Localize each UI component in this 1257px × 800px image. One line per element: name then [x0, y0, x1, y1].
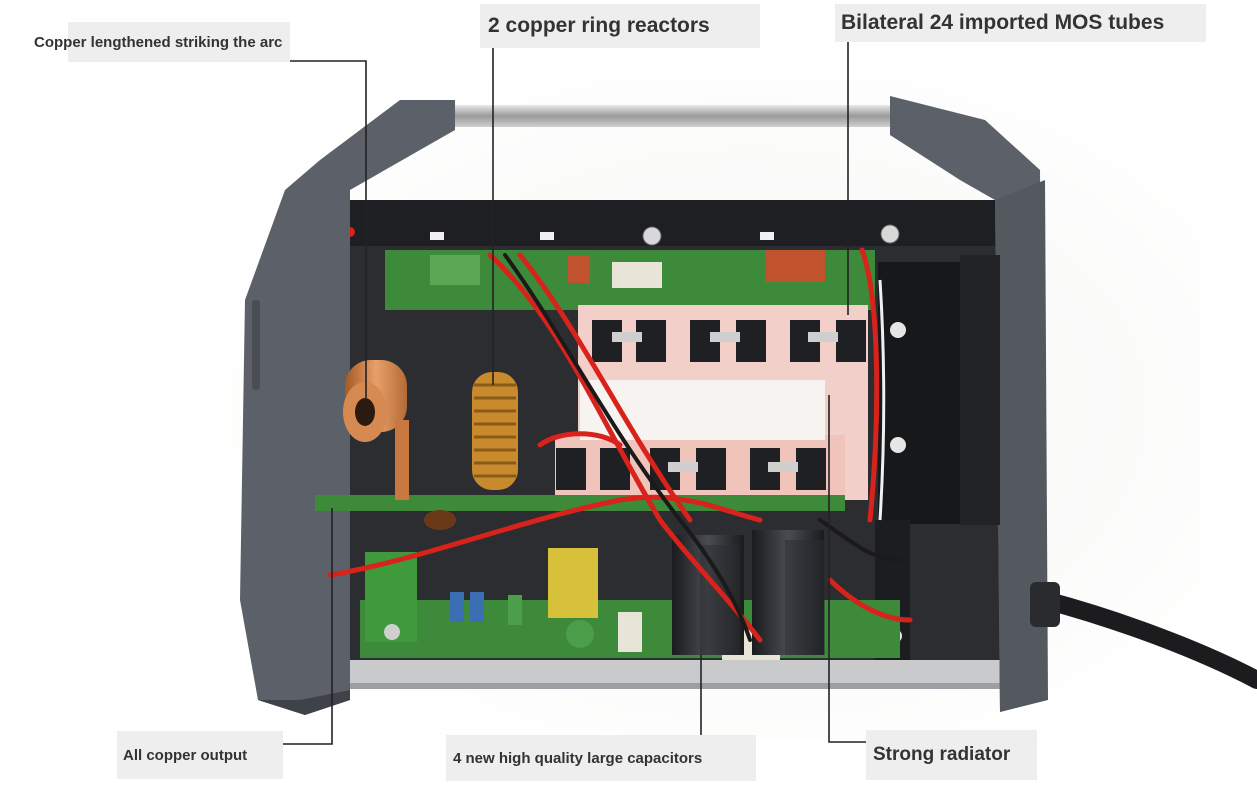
upper-pcb-component: [430, 255, 480, 285]
small-cap-2: [470, 592, 484, 622]
fan-housing: [960, 255, 1000, 525]
upper-pcb-relay: [612, 262, 662, 288]
leader-arc-striking: [290, 60, 367, 398]
small-cap-3: [508, 595, 522, 625]
red-wiring: [327, 247, 913, 643]
leader-lines: [280, 42, 866, 745]
label-radiator: Strong radiator: [866, 730, 1037, 780]
label-ring-reactors-text: 2 copper ring reactors: [488, 14, 710, 37]
potentiometer: [566, 620, 594, 648]
power-cord: [1036, 591, 1257, 689]
label-copper-output-text: All copper output: [123, 746, 248, 764]
left-housing-groove: [252, 300, 260, 390]
cable-tie: [878, 279, 886, 521]
rail-clip-3: [760, 232, 774, 240]
mos-tubes-lower: [556, 448, 826, 490]
small-cap-1: [450, 592, 464, 622]
rail-screw-2: [880, 224, 900, 244]
radiator-screw-2: [890, 437, 906, 453]
right-housing-face: [995, 180, 1048, 712]
label-mos-tubes-text: Bilateral 24 imported MOS tubes: [841, 11, 1165, 34]
rail-clip-2: [540, 232, 554, 240]
radiator-screw-1: [890, 322, 906, 338]
rail-screw-1: [642, 226, 662, 246]
label-arc-striking-text: Copper lengthened striking the arc: [34, 33, 283, 51]
upper-pcb-cap-2: [765, 250, 825, 282]
label-capacitors-text: 4 new high quality large capacitors: [453, 749, 703, 767]
label-radiator-text: Strong radiator: [873, 744, 1011, 765]
transformer: [548, 548, 598, 618]
rail-clip-1: [430, 232, 444, 240]
leader-radiator: [828, 395, 866, 743]
cord-grommet: [1030, 582, 1060, 627]
label-arc-striking: Copper lengthened striking the arc: [34, 22, 290, 62]
terminal-block-1: [618, 612, 642, 652]
radiator-plate: [878, 262, 970, 524]
handle-rod: [440, 105, 910, 127]
label-mos-tubes: Bilateral 24 imported MOS tubes: [835, 4, 1206, 42]
base-plate-edge: [300, 683, 1010, 689]
label-copper-output: All copper output: [117, 731, 283, 779]
arc-striking-coil: [343, 360, 409, 500]
output-terminal: [384, 624, 400, 640]
label-capacitors: 4 new high quality large capacitors: [446, 735, 756, 781]
mos-tubes-upper: [592, 320, 866, 362]
upper-pcb-cap-1: [568, 255, 590, 283]
ring-reactor: [424, 372, 518, 530]
leader-copper-output: [280, 508, 333, 745]
left-housing-shadow: [258, 690, 350, 715]
label-ring-reactors: 2 copper ring reactors: [480, 4, 760, 48]
